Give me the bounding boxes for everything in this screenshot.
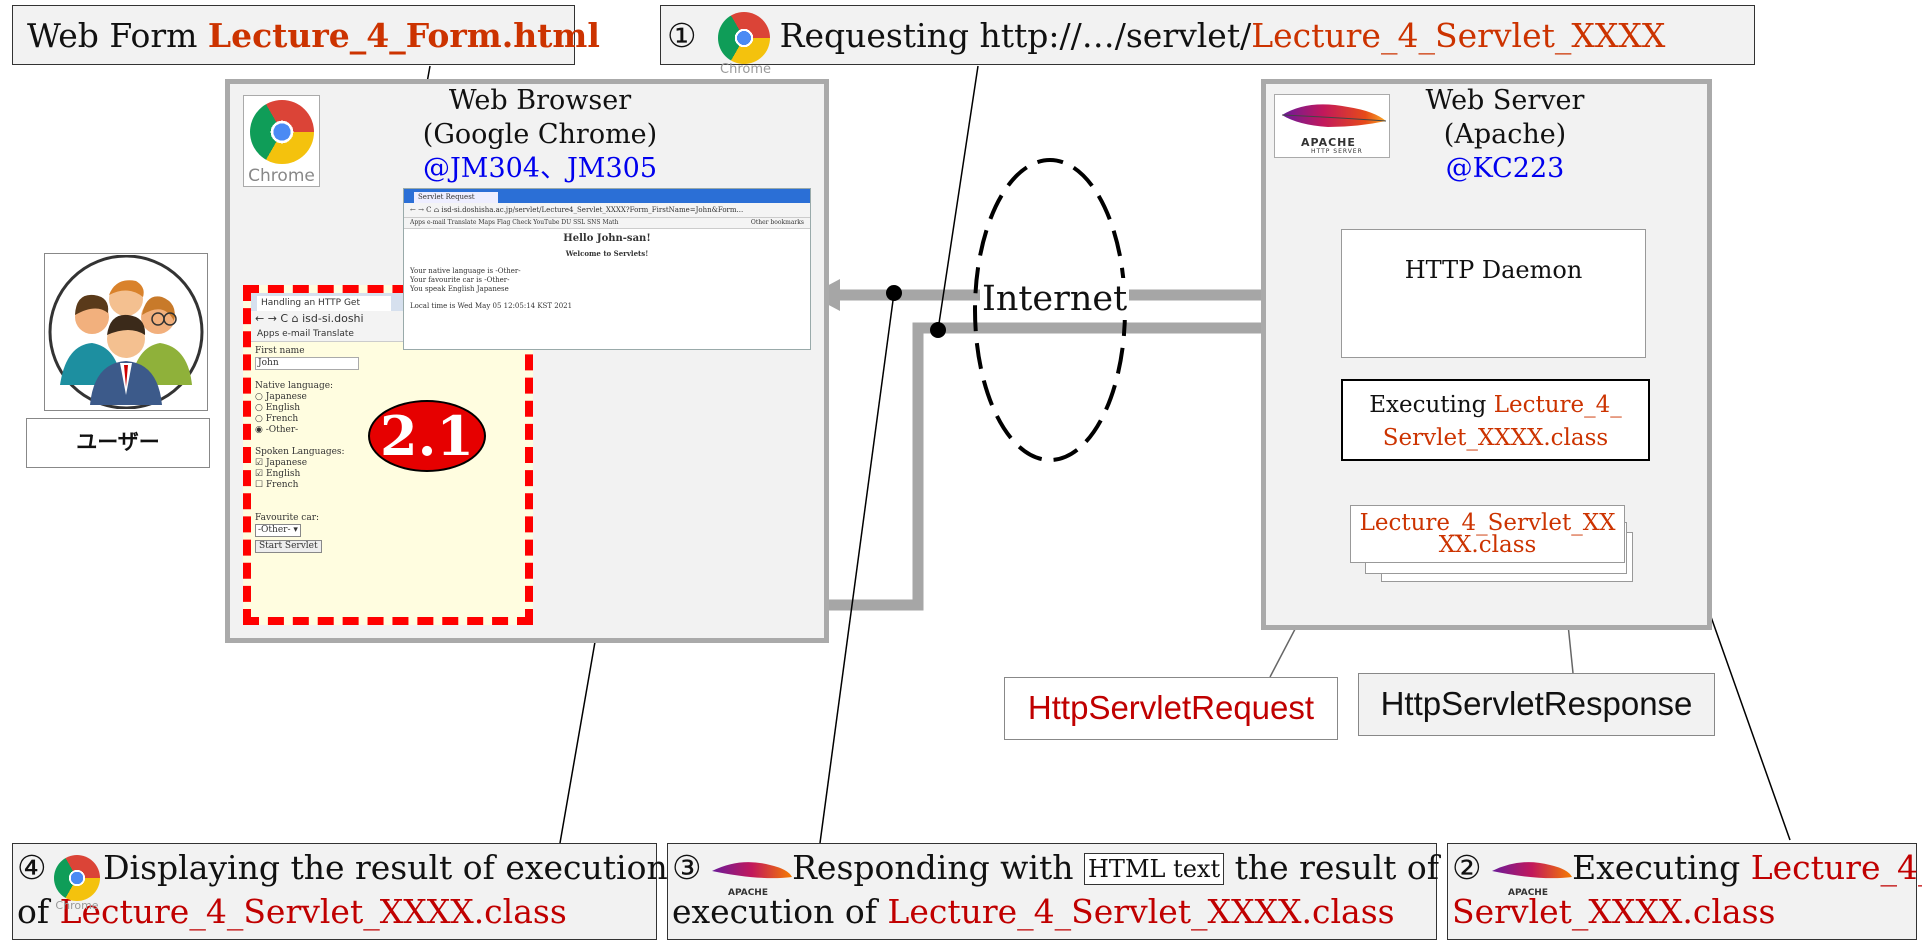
chrome-logo-tile: Chrome bbox=[243, 95, 320, 187]
result-welcome: Welcome to Servlets! bbox=[565, 249, 649, 258]
html-text-box: HTML text bbox=[1084, 853, 1225, 885]
server-title: Web Server (Apache) @KC223 bbox=[1380, 84, 1630, 186]
class-file-card: Lecture_4_Servlet_XX XX.class bbox=[1350, 505, 1625, 563]
spoken-option[interactable]: ☐ French bbox=[255, 480, 299, 490]
result-tab[interactable]: Servlet Request bbox=[414, 192, 498, 203]
start-servlet-button[interactable]: Start Servlet bbox=[255, 540, 322, 553]
car-select[interactable]: -Other- ▾ bbox=[255, 524, 301, 537]
server-location: @KC223 bbox=[1445, 153, 1565, 184]
user-group-icon bbox=[48, 255, 204, 409]
result-address-bar[interactable]: ← → C ⌂ isd-si.doshisha.ac.jp/servlet/Le… bbox=[404, 203, 810, 218]
native-option[interactable]: ○ English bbox=[255, 403, 301, 413]
spoken-option[interactable]: ☑ Japanese bbox=[255, 458, 308, 468]
apache-wordmark: APACHE bbox=[1301, 136, 1356, 149]
http-servlet-request-label: HttpServletRequest bbox=[1004, 677, 1338, 740]
nav-icons[interactable]: ← → C ⌂ bbox=[255, 312, 303, 325]
step4-caption: ④ Displaying the result of execution of … bbox=[12, 843, 668, 940]
chrome-icon bbox=[718, 12, 770, 64]
browser-location: @JM304、JM305 bbox=[422, 153, 657, 184]
native-option[interactable]: ○ Japanese bbox=[255, 392, 307, 402]
svg-text:APACHE: APACHE bbox=[728, 888, 768, 898]
chrome-icon-label: Chrome bbox=[720, 62, 771, 77]
step3-caption: ③ Responding with HTML text the result o… bbox=[667, 843, 1439, 940]
step1-number: ① bbox=[667, 16, 697, 55]
user-label-box: ユーザー bbox=[26, 418, 210, 468]
result-hello: Hello John-san! bbox=[563, 233, 651, 244]
chrome-icon-label: Chrome bbox=[55, 899, 99, 912]
apache-feather-icon: APACHE bbox=[1492, 862, 1572, 898]
result-screenshot: Servlet Request ← → C ⌂ isd-si.doshisha.… bbox=[403, 188, 811, 350]
form-filename: Lecture_4_Form.html bbox=[207, 16, 600, 55]
browser-title: Web Browser (Google Chrome) @JM304、JM305 bbox=[400, 84, 680, 186]
http-daemon-box: HTTP Daemon bbox=[1341, 229, 1646, 358]
step1-caption: ① Requesting http://…/servlet/Lecture_4_… bbox=[660, 5, 1755, 65]
step2-caption: ② Executing Lecture_4_ Servlet_XXXX.clas… bbox=[1447, 843, 1922, 940]
executing-box: Executing Lecture_4_ Servlet_XXXX.class bbox=[1341, 379, 1650, 461]
apache-subword: HTTP SERVER bbox=[1311, 148, 1363, 155]
svg-text:APACHE: APACHE bbox=[1508, 888, 1548, 898]
web-form-caption: Web Form Lecture_4_Form.html bbox=[12, 5, 600, 65]
apache-feather-icon bbox=[1281, 104, 1387, 127]
spoken-option[interactable]: ☑ English bbox=[255, 469, 301, 479]
result-bookmarks: Apps e-mail Translate Maps Flag Check Yo… bbox=[404, 218, 810, 229]
apache-logo: APACHE HTTP SERVER bbox=[1274, 94, 1390, 158]
chrome-icon bbox=[250, 100, 314, 164]
user-label: ユーザー bbox=[76, 430, 160, 454]
internet-label: Internet bbox=[980, 278, 1130, 320]
chrome-icon bbox=[54, 855, 100, 901]
apache-feather-icon: APACHE bbox=[712, 862, 792, 898]
step1-target: Lecture_4_Servlet_XXXX bbox=[1251, 16, 1666, 55]
http-servlet-response-label: HttpServletResponse bbox=[1358, 673, 1715, 736]
native-option[interactable]: ○ French bbox=[255, 414, 299, 424]
step-badge: 2.1 bbox=[368, 400, 486, 472]
user-avatar-frame bbox=[44, 253, 208, 411]
form-tab[interactable]: Handling an HTTP Get bbox=[257, 296, 391, 311]
native-option[interactable]: ◉ -Other- bbox=[255, 425, 299, 435]
first-name-field[interactable]: John bbox=[255, 357, 359, 370]
